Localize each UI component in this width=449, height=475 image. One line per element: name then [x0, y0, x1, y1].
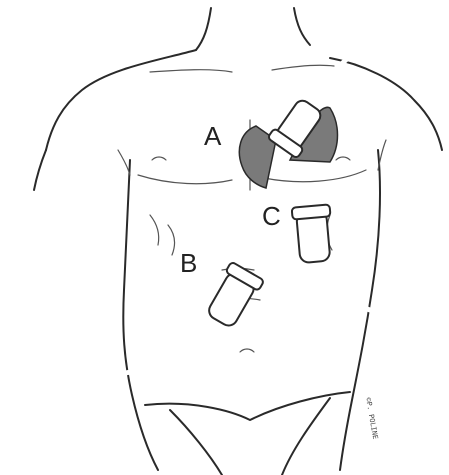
cable-a [310, 14, 410, 110]
shoulder-right [330, 58, 442, 150]
anatomy-details [138, 65, 366, 352]
side-left [123, 160, 158, 470]
torso-outline [34, 8, 442, 475]
label-a: A [204, 121, 222, 151]
groin-right [282, 398, 330, 475]
shoulder-left [46, 50, 196, 150]
label-c: C [262, 201, 281, 231]
rib-mark-2 [168, 225, 175, 255]
artist-signature: ©P. POLINE [364, 397, 379, 440]
groin-left [170, 410, 222, 475]
armpit-left [118, 150, 130, 175]
probe-b[interactable] [202, 262, 264, 331]
probe-c[interactable] [292, 204, 335, 263]
cable-a-inner [310, 14, 410, 110]
cable-b [90, 330, 214, 378]
probe-c-head [292, 204, 331, 219]
cable-c [318, 262, 392, 318]
pectoral-left [138, 175, 232, 184]
cable-c-inner [318, 262, 392, 318]
navel [240, 349, 254, 352]
nipple-right [336, 157, 350, 160]
cable-b-outer [90, 330, 214, 378]
cable-b-inner [90, 330, 214, 378]
arm-left-outer [34, 150, 46, 190]
cable-a-outer [310, 14, 410, 110]
label-b: B [180, 248, 197, 278]
rib-mark-1 [150, 215, 159, 245]
neck-left [196, 8, 211, 50]
pectoral-right [264, 170, 366, 182]
clavicle-right [272, 65, 334, 70]
nipple-left [152, 157, 166, 160]
clavicle-left [150, 70, 232, 72]
neck-right [294, 8, 310, 45]
